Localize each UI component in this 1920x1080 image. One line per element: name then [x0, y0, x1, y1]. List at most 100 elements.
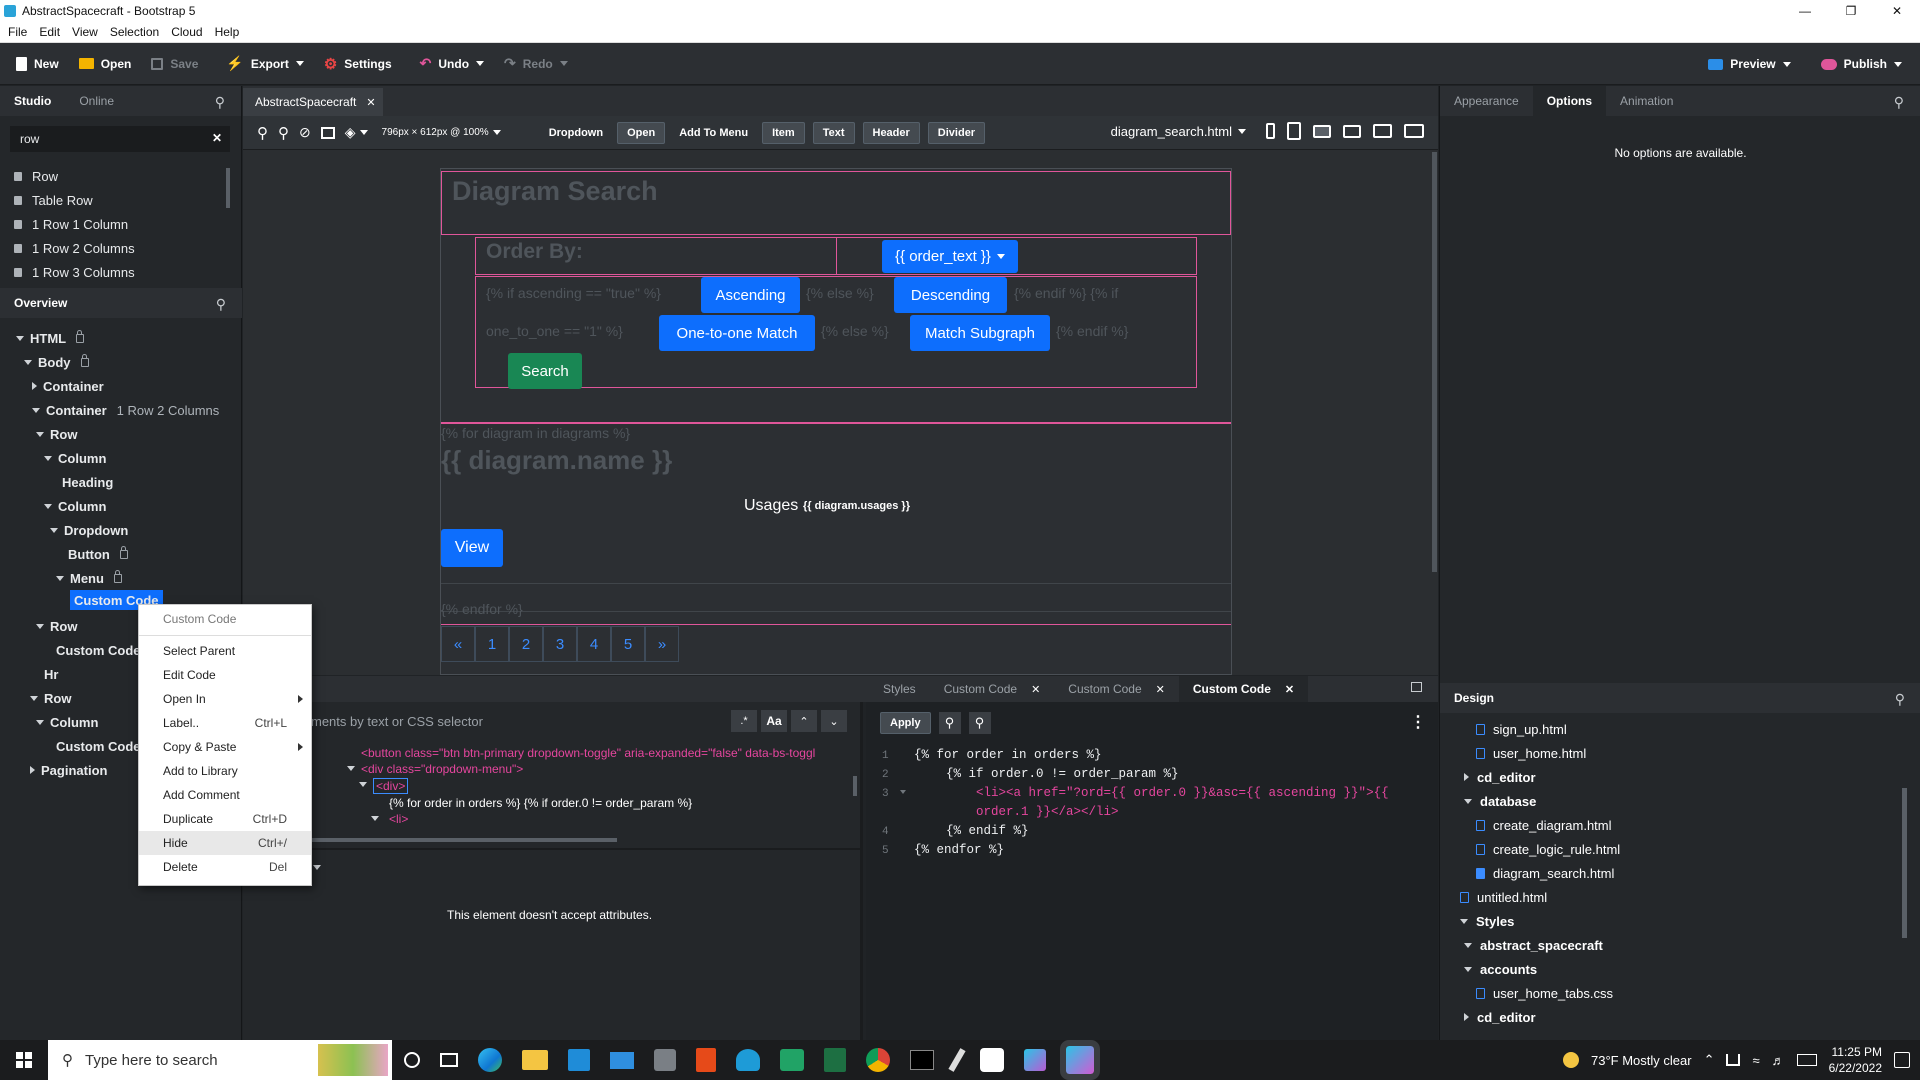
pagination-page[interactable]: 2	[509, 626, 543, 662]
close-tab-icon[interactable]: ✕	[1031, 683, 1041, 696]
list-item[interactable]: 1 Row 2 Columns	[0, 236, 230, 260]
clock[interactable]: 11:25 PM 6/22/2022	[1828, 1045, 1882, 1075]
match-subgraph-button[interactable]: Match Subgraph	[910, 315, 1050, 351]
menu-view[interactable]: View	[72, 25, 98, 39]
add-header-button[interactable]: Header	[862, 121, 920, 144]
file-tree-item[interactable]: diagram_search.html	[1476, 861, 1614, 885]
volume-icon[interactable]: ♬	[1771, 1052, 1785, 1068]
file-explorer-icon[interactable]	[522, 1050, 548, 1070]
tab-document[interactable]: AbstractSpacecraft ✕	[243, 88, 383, 116]
pagination-page[interactable]: 3	[543, 626, 577, 662]
descending-button[interactable]: Descending	[894, 277, 1007, 313]
tree-node-row[interactable]: Row	[30, 686, 71, 710]
list-item[interactable]: Table Row	[0, 188, 230, 212]
preview-button[interactable]: Preview	[1698, 50, 1800, 78]
reset-icon[interactable]: ⊘	[299, 124, 311, 140]
menu-file[interactable]: File	[8, 25, 28, 39]
tree-node-html[interactable]: HTML	[16, 326, 85, 350]
new-button[interactable]: New	[6, 50, 69, 78]
maximize-icon[interactable]: ❐	[1845, 4, 1857, 18]
app-icon[interactable]	[654, 1049, 676, 1071]
page-title[interactable]: Diagram Search	[452, 176, 658, 206]
app-icon[interactable]	[780, 1049, 804, 1071]
file-tree-item[interactable]: accounts	[1464, 957, 1537, 981]
tree-node-row[interactable]: Row	[36, 422, 77, 446]
file-tree-item[interactable]: cd_editor	[1464, 1005, 1536, 1029]
wifi-icon[interactable]: ≈	[1752, 1052, 1760, 1068]
tree-node-heading[interactable]: Heading	[62, 474, 114, 490]
diagram-name-heading[interactable]: {{ diagram.name }}	[441, 445, 673, 475]
menu-help[interactable]: Help	[214, 25, 240, 39]
pagination-page[interactable]: 4	[577, 626, 611, 662]
add-text-button[interactable]: Text	[812, 121, 855, 144]
device-tablet-landscape-icon[interactable]	[1313, 124, 1331, 138]
minimize-icon[interactable]: —	[1799, 4, 1811, 18]
search-icon[interactable]: ⚲	[214, 94, 225, 110]
file-tree-item[interactable]: Styles	[1460, 909, 1514, 933]
tab-custom-code-active[interactable]: Custom Code✕	[1178, 676, 1309, 702]
pagination-next[interactable]: »	[645, 626, 679, 662]
tree-node-column[interactable]: Column	[36, 710, 98, 734]
menu-item-edit-code[interactable]: Edit Code	[163, 668, 216, 682]
taskbar-search-input[interactable]: ⚲ Type here to search	[48, 1040, 392, 1080]
redo-button[interactable]: ↷ Redo	[494, 50, 578, 78]
tree-node-column[interactable]: Column	[44, 446, 106, 470]
one-to-one-button[interactable]: One-to-one Match	[659, 315, 815, 351]
menu-selection[interactable]: Selection	[109, 25, 160, 39]
close-tab-icon[interactable]: ✕	[1155, 683, 1165, 696]
menu-item-open-in[interactable]: Open In	[139, 687, 311, 711]
tab-appearance[interactable]: Appearance	[1454, 94, 1519, 108]
cortana-icon[interactable]	[404, 1052, 420, 1068]
search-icon[interactable]: ⚲	[1894, 691, 1905, 707]
export-button[interactable]: ⚡ Export	[216, 50, 313, 78]
file-tree-item[interactable]: cd_editor	[1464, 765, 1536, 789]
file-tree-item[interactable]: database	[1464, 789, 1536, 813]
file-selector[interactable]: diagram_search.html	[1111, 124, 1246, 139]
excel-icon[interactable]	[824, 1048, 846, 1072]
save-button[interactable]: Save	[141, 50, 208, 78]
dom-line[interactable]: <li>	[389, 812, 409, 826]
windows-start-icon[interactable]	[16, 1052, 32, 1068]
search-button[interactable]: Search	[508, 353, 582, 389]
list-item[interactable]: 1 Row 3 Columns	[0, 260, 230, 282]
menu-cloud[interactable]: Cloud	[171, 25, 203, 39]
app-icon[interactable]	[1024, 1049, 1046, 1071]
regex-toggle[interactable]: .*	[731, 710, 757, 732]
code-editor[interactable]: 1 {% for order in orders %} 2 {% if orde…	[882, 748, 1389, 857]
dom-hscrollbar[interactable]	[311, 838, 617, 842]
search-icon[interactable]: ⚲	[1893, 94, 1904, 110]
diagram-usages-value[interactable]: {{ diagram.usages }}	[803, 500, 910, 512]
clear-search-icon[interactable]: ✕	[211, 131, 222, 145]
weather-text[interactable]: 73°F Mostly clear	[1591, 1052, 1692, 1068]
open-dropdown-button[interactable]: Open	[617, 121, 666, 144]
file-tree-scrollbar[interactable]	[1902, 788, 1907, 938]
tree-node-container[interactable]: Container	[32, 374, 104, 398]
file-tree-item[interactable]: untitled.html	[1460, 885, 1547, 909]
zoom-out-icon[interactable]: ⚲	[278, 124, 289, 142]
keyboard-icon[interactable]	[1796, 1054, 1817, 1066]
undo-button[interactable]: ↶ Undo	[410, 50, 494, 78]
canvas-scrollbar[interactable]	[1432, 152, 1437, 572]
file-tree-item[interactable]: user_home.html	[1476, 741, 1586, 765]
heading-container[interactable]: Diagram Search	[441, 171, 1231, 235]
list-item[interactable]: Row	[0, 164, 230, 188]
tab-styles[interactable]: Styles	[883, 682, 916, 696]
more-options-icon[interactable]: ⋮	[1410, 714, 1426, 731]
canvas-size-label[interactable]: 796px × 612px @ 100%	[381, 127, 489, 138]
list-scrollbar[interactable]	[226, 168, 230, 208]
device-laptop-icon[interactable]	[1343, 124, 1361, 138]
pagination-page[interactable]: 5	[611, 626, 645, 662]
chevron-up-icon[interactable]: ⌃	[791, 710, 817, 732]
order-by-heading[interactable]: Order By:	[486, 240, 583, 263]
terminal-icon[interactable]	[910, 1050, 934, 1070]
device-tablet-icon[interactable]	[1287, 122, 1301, 140]
tab-custom-code[interactable]: Custom Code✕	[943, 682, 1041, 696]
tab-animation[interactable]: Animation	[1620, 94, 1674, 108]
tree-node-custom-code[interactable]: Custom Code	[56, 642, 141, 658]
add-divider-button[interactable]: Divider	[927, 121, 986, 144]
device-phone-icon[interactable]	[1266, 123, 1275, 139]
edge-icon[interactable]	[478, 1048, 502, 1072]
dom-line[interactable]: <div class="dropdown-menu">	[361, 762, 524, 776]
